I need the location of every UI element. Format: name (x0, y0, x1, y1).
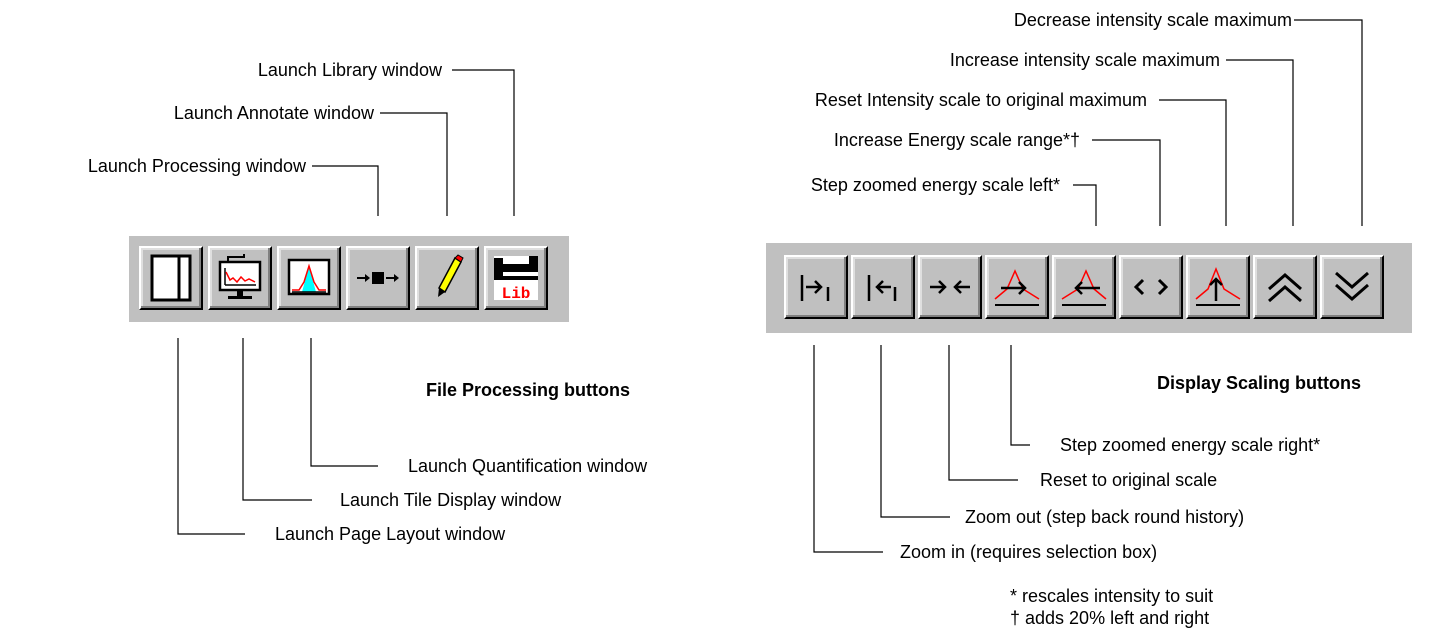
file-processing-toolbar: Lib (129, 236, 569, 322)
reset-intensity-icon (1195, 266, 1241, 306)
page-layout-icon (150, 254, 192, 302)
leader-quantification (310, 338, 378, 467)
label-zoom-in: Zoom in (requires selection box) (900, 542, 1158, 562)
label-step-right: Step zoomed energy scale right* (1060, 435, 1321, 455)
expand-range-icon (1133, 278, 1169, 296)
leader-annotate (380, 112, 448, 216)
leader-step-left (1073, 184, 1097, 226)
zoom-out-icon (867, 275, 897, 301)
label-launch-quantification: Launch Quantification window (408, 456, 648, 476)
step-left-icon (1061, 269, 1107, 306)
label-launch-processing: Launch Processing window (87, 156, 306, 176)
increase-max-icon (1268, 273, 1302, 303)
leader-page-layout (177, 338, 245, 535)
leader-decrease-max (1294, 19, 1363, 226)
label-launch-library: Launch Library window (257, 60, 442, 80)
processing-button[interactable] (346, 246, 410, 310)
reset-scale-button[interactable] (918, 255, 982, 319)
label-reset-scale: Reset to original scale (1040, 470, 1218, 490)
label-launch-annotate: Launch Annotate window (173, 103, 374, 123)
leader-zoom-in (813, 345, 883, 553)
leader-step-right (1010, 345, 1030, 446)
label-launch-page-layout: Launch Page Layout window (275, 524, 506, 544)
zoom-out-button[interactable] (851, 255, 915, 319)
display-scaling-toolbar (766, 243, 1412, 333)
quantification-icon (287, 258, 331, 296)
label-reset-intensity: Reset Intensity scale to original maximu… (814, 90, 1147, 110)
footnote-asterisk: * rescales intensity to suit (1010, 586, 1214, 606)
leader-increase-max (1226, 59, 1294, 226)
label-zoom-out: Zoom out (step back round history) (965, 507, 1245, 527)
leader-library (452, 69, 515, 216)
zoom-in-button[interactable] (784, 255, 848, 319)
increase-max-button[interactable] (1253, 255, 1317, 319)
quantification-button[interactable] (277, 246, 341, 310)
step-left-button[interactable] (1052, 255, 1116, 319)
library-icon: Lib (494, 256, 538, 303)
leader-reset-intensity (1159, 99, 1227, 226)
annotate-button[interactable] (415, 246, 479, 310)
leader-zoom-out (880, 345, 950, 518)
step-right-button[interactable] (985, 255, 1049, 319)
decrease-max-button[interactable] (1320, 255, 1384, 319)
tile-display-button[interactable] (208, 246, 272, 310)
display-scaling-title: Display Scaling buttons (1157, 373, 1362, 393)
step-right-icon (994, 269, 1040, 306)
label-launch-tile-display: Launch Tile Display window (340, 490, 562, 510)
reset-scale-icon (930, 280, 970, 294)
expand-range-button[interactable] (1119, 255, 1183, 319)
label-step-left: Step zoomed energy scale left* (810, 175, 1060, 195)
label-increase-max: Increase intensity scale maximum (949, 50, 1220, 70)
annotate-pencil-icon (438, 254, 464, 297)
library-icon-text: Lib (502, 285, 531, 303)
label-increase-energy: Increase Energy scale range*† (833, 130, 1080, 150)
library-button[interactable]: Lib (484, 246, 548, 310)
footnote-dagger: † adds 20% left and right (1010, 608, 1210, 628)
reset-intensity-button[interactable] (1186, 255, 1250, 319)
page-layout-button[interactable] (139, 246, 203, 310)
leader-tile-display (242, 338, 312, 501)
leader-increase-energy (1092, 139, 1161, 226)
decrease-max-icon (1335, 271, 1369, 301)
label-decrease-max: Decrease intensity scale maximum (1013, 10, 1292, 30)
leader-processing (312, 165, 379, 216)
leader-reset-scale (948, 345, 1018, 481)
tile-display-icon (218, 254, 262, 299)
zoom-in-icon (800, 275, 830, 301)
file-processing-title: File Processing buttons (426, 380, 631, 400)
processing-icon (357, 272, 399, 284)
